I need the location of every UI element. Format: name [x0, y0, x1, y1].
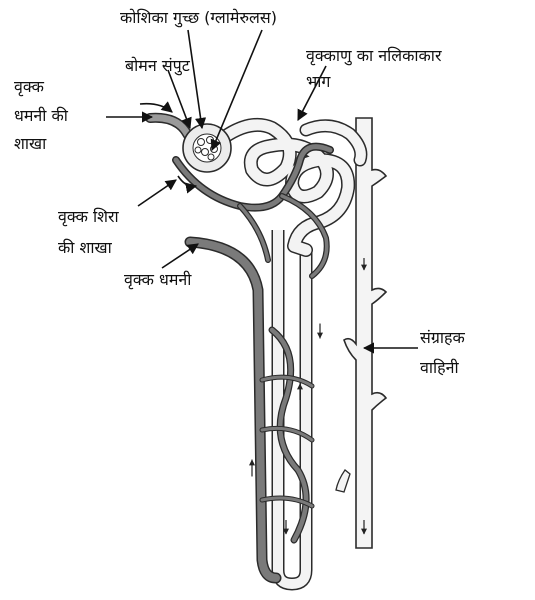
- label-renal-artery: वृक्क धमनी: [124, 268, 191, 292]
- label-artery-branch-3: शाखा: [14, 132, 46, 156]
- label-collecting-duct-1: संग्राहक: [420, 326, 465, 350]
- label-vein-branch-2: की शाखा: [58, 236, 112, 260]
- bowman-capsule: [183, 124, 231, 172]
- label-artery-branch-2: धमनी की: [14, 104, 68, 128]
- label-renal-tubule-2: भाग: [306, 70, 330, 94]
- label-glomerulus: कोशिका गुच्छ (ग्लामेरुलस): [120, 6, 277, 30]
- label-collecting-duct-2: वाहिनी: [420, 356, 459, 380]
- label-renal-tubule-1: वृक्काणु का नलिकाकार: [306, 44, 442, 68]
- label-vein-branch-1: वृक्क शिरा: [58, 205, 119, 229]
- label-bowman-capsule: बोमन संपुट: [125, 54, 190, 78]
- label-artery-branch-1: वृक्क: [14, 75, 44, 99]
